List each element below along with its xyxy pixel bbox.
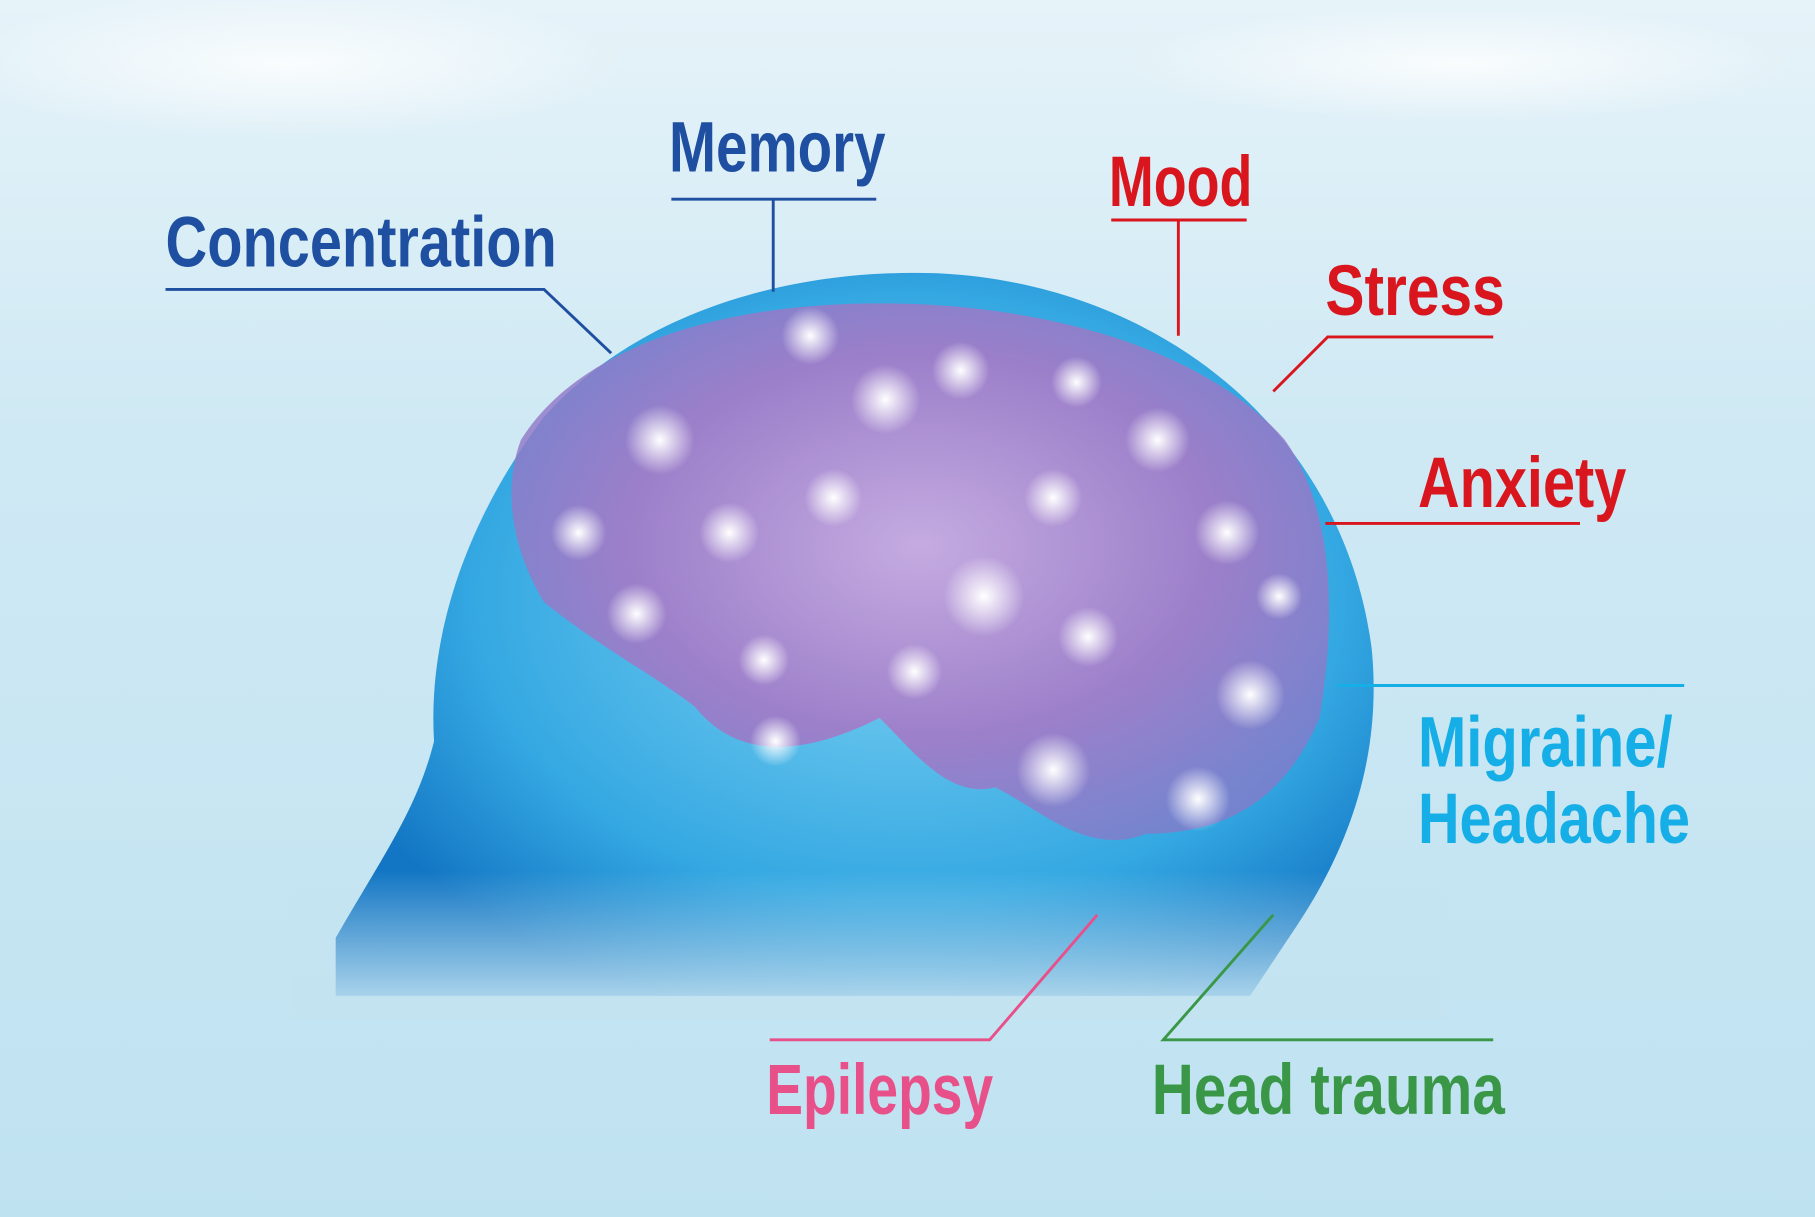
label-migraine: Migraine/ (1418, 703, 1673, 783)
label-anxiety: Anxiety (1418, 443, 1626, 523)
leader-lines (165, 197, 1685, 1042)
brain (511, 303, 1330, 841)
concentration-leader (165, 288, 613, 355)
head-illustration (289, 272, 1447, 1019)
cloud (1122, 5, 1795, 122)
label-headache: Headache (1418, 779, 1690, 859)
label-epilepsy: Epilepsy (766, 1050, 993, 1130)
label-memory: Memory (669, 107, 886, 187)
cloud (0, 0, 625, 139)
stress-leader (1272, 335, 1494, 393)
label-head-trauma: Head trauma (1152, 1050, 1506, 1130)
label-concentration: Concentration (166, 202, 557, 282)
neuron-glows (550, 306, 1303, 832)
epilepsy-leader (769, 913, 1099, 1042)
label-mood: Mood (1109, 142, 1253, 222)
label-stress: Stress (1325, 251, 1504, 331)
head-trauma-leader (1160, 913, 1494, 1042)
